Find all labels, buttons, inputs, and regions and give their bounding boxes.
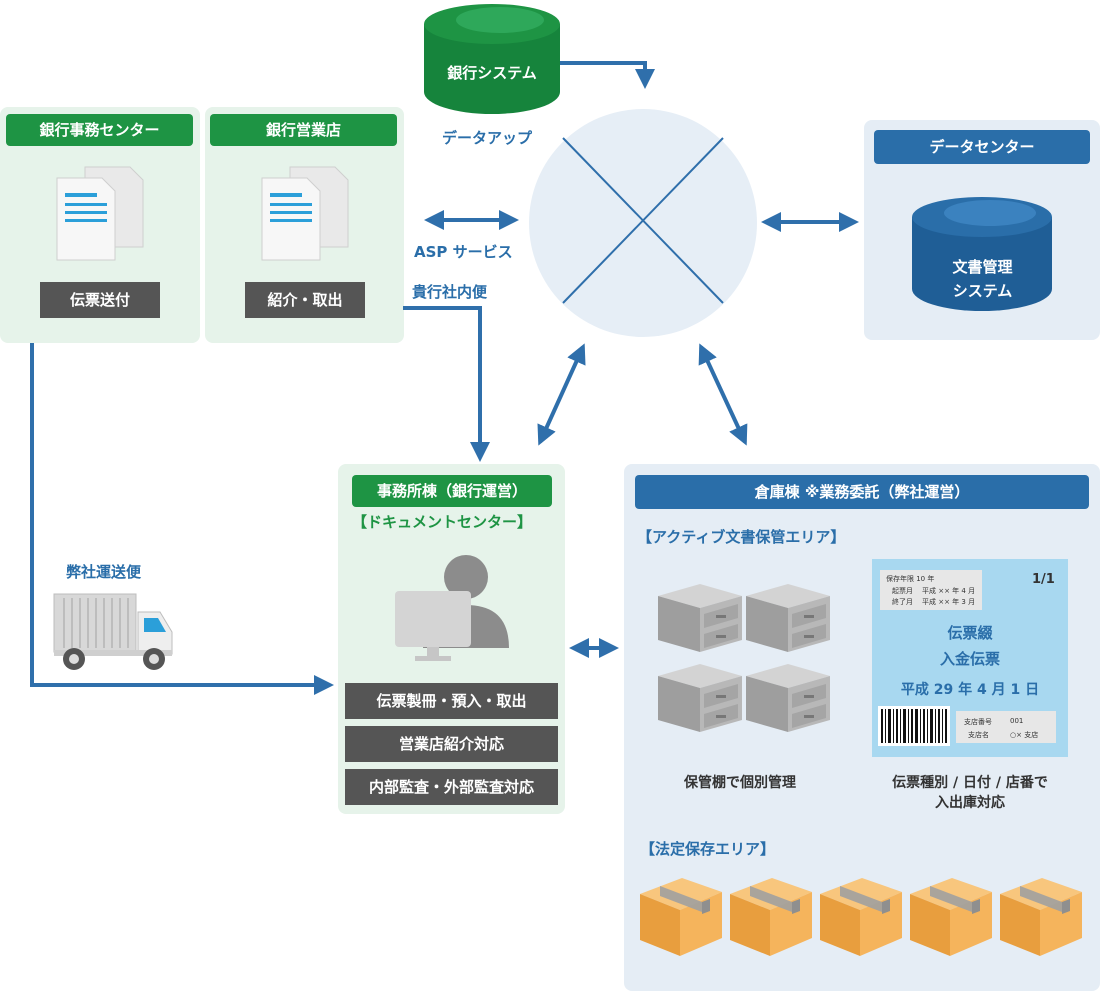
retention-info-box xyxy=(880,570,982,610)
document-management-label-2: システム xyxy=(952,282,1013,300)
company-delivery-label: 貴行社内便 xyxy=(412,283,488,301)
branch-number-value: 001 xyxy=(1010,717,1024,725)
storage-shelves-icon xyxy=(658,584,830,732)
active-storage-area-label: 【アクティブ文書保管エリア】 xyxy=(637,528,846,546)
task-branch-inquiry: 営業店紹介対応 xyxy=(345,726,558,762)
bank-system-database-icon xyxy=(424,4,560,114)
asp-service-label: ASP サービス xyxy=(414,243,513,261)
bank-system-label: 銀行システム xyxy=(447,64,537,82)
office-building-title: 事務所棟（銀行運営） xyxy=(352,475,552,507)
shelf-caption: 保管棚で個別管理 xyxy=(684,775,796,791)
document-management-database-icon xyxy=(912,197,1052,311)
document-management-label-1: 文書管理 xyxy=(952,258,1013,276)
end-month-label: 終了月 xyxy=(892,598,913,606)
branch-name-value: ○× 支店 xyxy=(1010,731,1039,739)
bank-branch-title: 銀行営業店 xyxy=(210,114,397,146)
task-binding: 伝票製冊・預入・取出 xyxy=(345,683,558,719)
end-month-value: 平成 ×× 年 3 月 xyxy=(922,598,976,606)
document-icon xyxy=(261,166,349,261)
warehouse-title: 倉庫棟 ※業務委託（弊社運営） xyxy=(635,475,1089,509)
slip-date: 平成 29 年 4 月 1 日 xyxy=(900,682,1040,698)
slip-title-1: 伝票綴 xyxy=(947,624,993,642)
bank-office-center-title: 銀行事務センター xyxy=(6,114,193,146)
data-center-title: データセンター xyxy=(874,130,1090,164)
retention-period: 保存年限 10 年 xyxy=(886,575,935,583)
slip-title-2: 入金伝票 xyxy=(939,650,1000,668)
slip-caption-1: 伝票種別 / 日付 / 店番で xyxy=(892,775,1048,791)
refer-retrieve-box: 紹介・取出 xyxy=(245,282,365,318)
legal-storage-area-label: 【法定保存エリア】 xyxy=(640,840,776,858)
slip-caption-2: 入出庫対応 xyxy=(935,795,1005,811)
network-hub xyxy=(529,109,757,337)
branch-name-label: 支店名 xyxy=(968,731,989,739)
cardboard-boxes-icon xyxy=(640,878,1082,956)
send-slips-box: 伝票送付 xyxy=(40,282,160,318)
document-icon xyxy=(56,166,144,261)
person-computer-icon xyxy=(395,555,509,661)
data-up-label: データアップ xyxy=(442,129,533,147)
branch-info-box xyxy=(956,711,1056,743)
page-number: 1/1 xyxy=(1032,572,1055,587)
task-audit: 内部監査・外部監査対応 xyxy=(345,769,558,805)
start-month-label: 起票月 xyxy=(892,587,913,595)
transport-label: 弊社運送便 xyxy=(66,563,142,581)
document-center-subtitle: 【ドキュメントセンター】 xyxy=(352,513,533,531)
barcode-icon xyxy=(878,706,950,746)
start-month-value: 平成 ×× 年 4 月 xyxy=(922,587,976,595)
branch-number-label: 支店番号 xyxy=(964,718,992,726)
truck-icon xyxy=(53,593,173,670)
